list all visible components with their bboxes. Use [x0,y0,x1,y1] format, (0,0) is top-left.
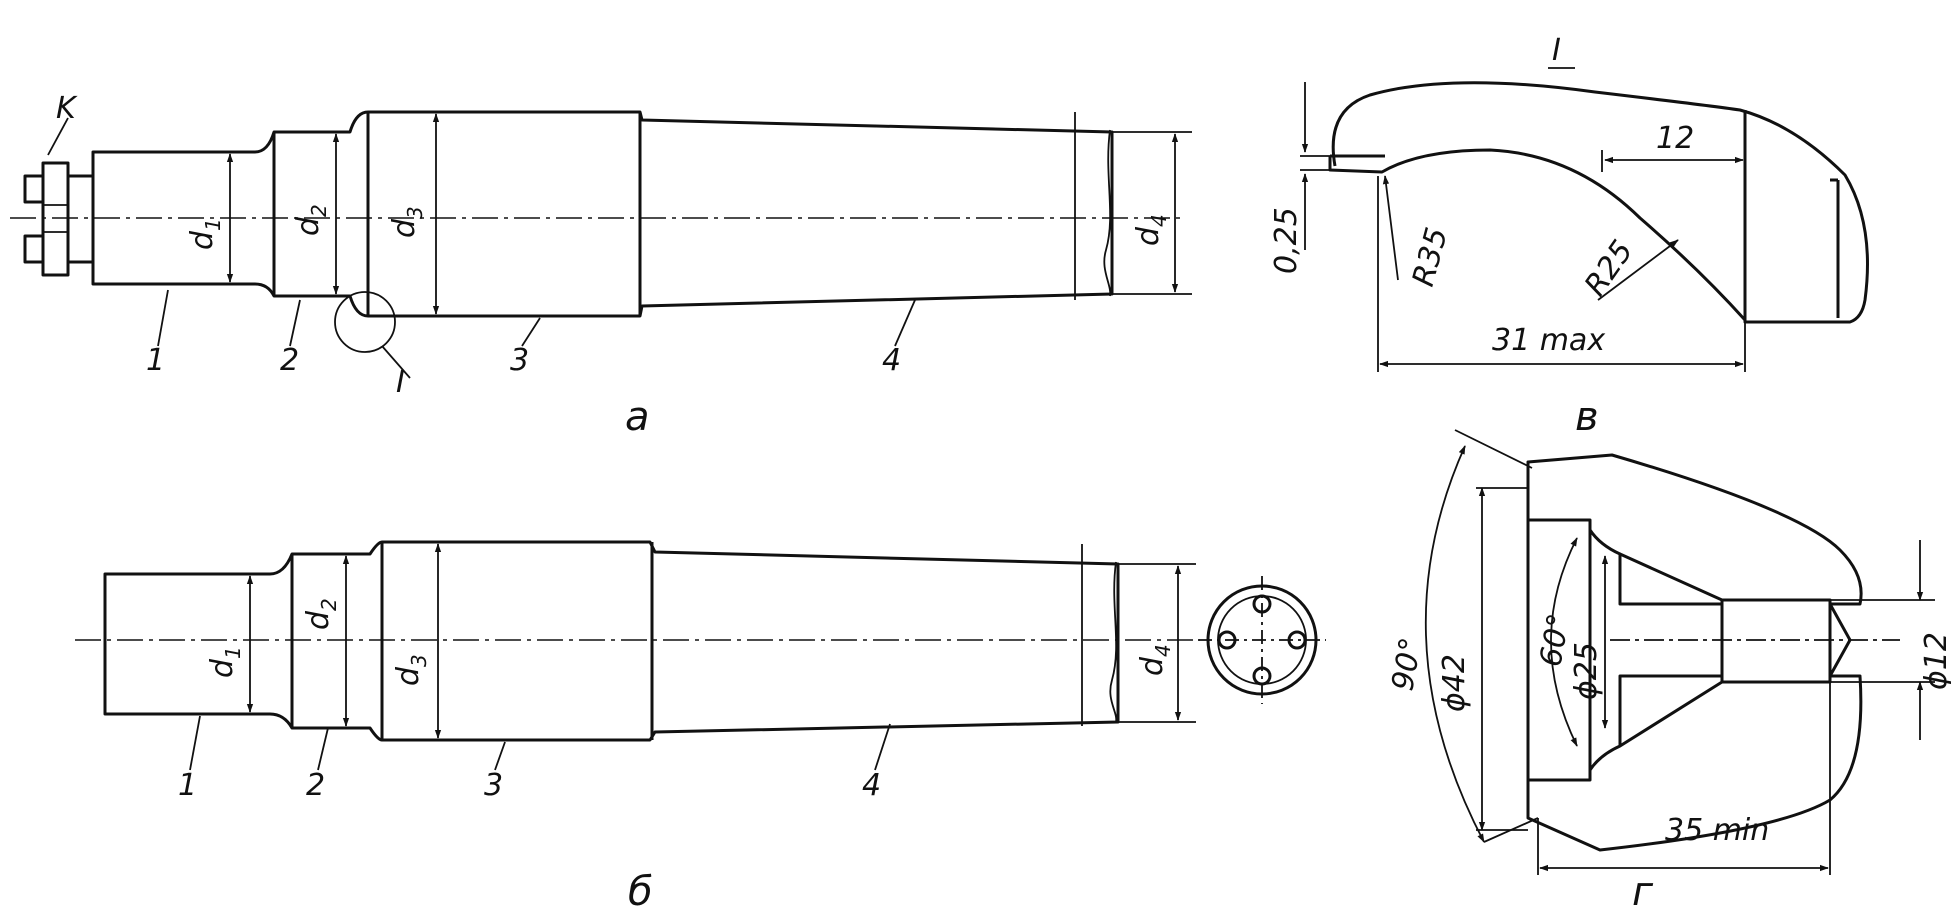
dim-label-d42: ϕ42 [1437,654,1472,712]
dim-label-thickness: 0,25 [1269,207,1304,274]
svg-text:d4: d4 [1131,214,1171,246]
dim-angle-60 [1550,537,1578,747]
figure-v-profile [1328,148,1747,322]
dim-angle-90 [1424,445,1485,843]
position-a-3: 3 [510,343,529,378]
label-a-d4: d [1131,226,1166,246]
position-a-2: 2 [280,343,299,378]
position-b-3: 3 [484,768,503,803]
dim-r25-leader [1597,239,1679,301]
label-b-d4: d [1135,656,1170,676]
label-a-d2: d [291,216,326,236]
svg-text:d4: d4 [1135,644,1175,676]
position-a-4: 4 [882,343,901,378]
dim-label-d25: ϕ25 [1569,642,1604,700]
figure-a-shaft-outline [91,110,1114,318]
dim-label-90: 90° [1385,635,1429,693]
figure-b-break-line [1109,561,1118,723]
position-b-1: 1 [178,768,197,803]
svg-text:d2: d2 [301,598,341,630]
svg-text:d3: d3 [391,654,431,686]
label-a-d3: d [387,218,422,238]
position-a-1: 1 [146,343,165,378]
svg-text:d1: d1 [205,646,245,678]
position-b-4: 4 [862,768,881,803]
dim-label-d12: ϕ12 [1919,632,1951,690]
caption-v: в [1575,394,1599,440]
dim-label-r35: R35 [1406,224,1455,290]
figure-a-diameter-labels: d1 d2 d3 d4 [185,204,1171,250]
detail-title-i: I [1552,33,1561,68]
label-a-d1: d [185,230,220,250]
dim-label-35min: 35 min [1665,813,1769,848]
detail-circle-i [334,291,396,353]
figure-g-upper-hatched [1526,453,1863,606]
figure-a-end-fitting [23,117,95,277]
label-b-d1: d [205,658,240,678]
figure-b-shaft [75,540,1200,771]
dim-r35-leader [1382,175,1399,281]
mark-k: K [56,91,78,126]
svg-text:d2: d2 [291,204,331,236]
figure-g-lower-hatched [1526,674,1863,852]
label-b-d2: d [301,610,336,630]
caption-g: г [1632,869,1654,915]
figure-v-outline [1331,81,1869,324]
figure-b-shaft-outline [103,540,1120,742]
detail-ref-i: I [396,365,405,400]
position-b-2: 2 [306,768,325,803]
svg-text:d3: d3 [387,206,427,238]
dim-label-r25: R25 [1578,234,1641,302]
figure-a-break-line [1103,129,1112,297]
figure-b-diameter-labels: d1 d2 d3 d4 [205,598,1175,686]
svg-text:d1: d1 [185,218,225,250]
figure-a-shaft [10,110,1192,379]
end-view-four-holes [1198,576,1326,704]
figure-v-detail [1300,67,1869,372]
caption-a: а [625,394,650,440]
label-b-d3: d [391,666,426,686]
dim-label-31max: 31 max [1492,323,1605,358]
figure-g-section [1424,429,1935,875]
caption-b: б [628,869,653,915]
dim-label-12: 12 [1656,121,1694,156]
